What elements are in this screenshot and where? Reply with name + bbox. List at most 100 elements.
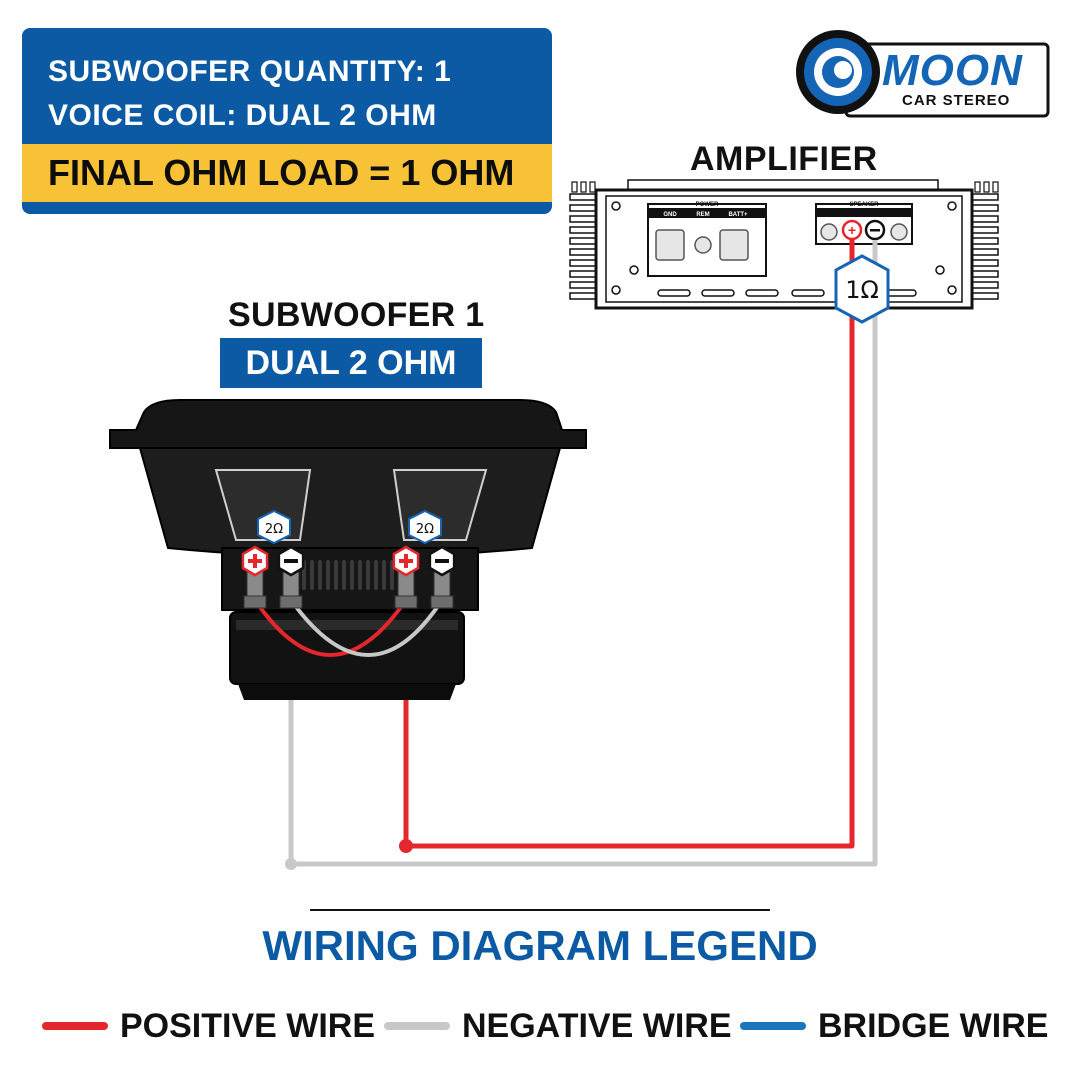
power-label: POWER (696, 202, 719, 208)
config-info-panel: SUBWOOFER QUANTITY: 1 VOICE COIL: DUAL 2… (22, 28, 552, 214)
vent-slot (791, 289, 825, 297)
heatsink-fin (569, 281, 597, 289)
coil-jumper-positive (253, 598, 408, 657)
coil-badge-text: 2Ω (265, 522, 283, 537)
negative-wire-swatch (384, 1022, 450, 1030)
logo-wordmark: MOON (882, 46, 1023, 95)
legend-item-bridge: BRIDGE WIRE (740, 1004, 1048, 1048)
heatsink-top-fin (580, 181, 587, 193)
magnet-highlight (236, 620, 458, 630)
load-hexagon (834, 254, 890, 324)
heatsink-top-fin (992, 181, 999, 193)
heatsink-top-fin (974, 181, 981, 193)
plus-symbol-v (404, 554, 408, 568)
amplifier-title: AMPLIFIER (690, 140, 878, 178)
speaker-label-strip (816, 208, 912, 217)
minus-symbol (284, 559, 298, 563)
legend-title: WIRING DIAGRAM LEGEND (262, 922, 818, 969)
heatsink-fin (569, 237, 597, 245)
logo-subtitle: CAR STEREO (902, 92, 1011, 109)
amp-load-badge: 1Ω (834, 254, 890, 324)
speaker-plus-terminal (841, 219, 863, 241)
heatsink-fin (971, 226, 999, 234)
heatsink-fin (971, 281, 999, 289)
legend-item-negative: NEGATIVE WIRE (384, 1004, 732, 1048)
positive-junction (399, 839, 413, 853)
neck-slot (342, 560, 346, 590)
neck-slot (366, 560, 370, 590)
heatsink-fin (971, 259, 999, 267)
speaker-terminal-1-plus (820, 223, 838, 241)
heatsink-fin (971, 204, 999, 212)
neck-slot (358, 560, 362, 590)
legend-item-positive: POSITIVE WIRE (42, 1004, 375, 1048)
screw (611, 285, 621, 295)
minus-symbol (870, 229, 880, 232)
bridge-wire-swatch (740, 1022, 806, 1030)
subwoofer-unit: 2Ω 2Ω (109, 399, 587, 700)
coil-badge-left: 2Ω (257, 509, 291, 545)
terminal-clip (243, 595, 267, 609)
heatsink-fin (569, 292, 597, 300)
heatsink-fin (569, 259, 597, 267)
neck-slot (382, 560, 386, 590)
negative-wire-label: NEGATIVE WIRE (462, 1006, 732, 1045)
terminal-clip (394, 595, 418, 609)
positive-wire-swatch (42, 1022, 108, 1030)
vent-slot (701, 289, 735, 297)
subwoofer-title: SUBWOOFER 1 (228, 296, 485, 334)
heatsink-fin (971, 270, 999, 278)
plus-symbol-v (253, 554, 257, 568)
power-label-strip (648, 208, 766, 218)
heatsink-fin (569, 204, 597, 212)
heatsink-fin (971, 248, 999, 256)
rem-terminal-label: REM (696, 212, 709, 218)
heatsink-top-fin (589, 181, 596, 193)
subwoofer-rim (109, 399, 587, 449)
gnd-terminal-label: GND (663, 212, 677, 218)
batt-terminal-label: BATT+ (728, 212, 748, 218)
terminal-clip (279, 595, 303, 609)
logo-disc-moon (834, 61, 852, 79)
coil-badge-hexagon (257, 509, 291, 545)
coil-badge-hexagon (408, 509, 442, 545)
magnet-base (238, 684, 456, 700)
final-load-band: FINAL OHM LOAD = 1 OHM (22, 144, 552, 202)
wires (285, 240, 878, 870)
voice-coil-text: VOICE COIL: DUAL 2 OHM (48, 99, 437, 132)
amplifier-inner-frame (605, 195, 963, 303)
speaker-label: SPEAKER (849, 202, 879, 208)
heatsink-fin (971, 215, 999, 223)
vent-slot (745, 289, 779, 297)
heatsink-fin (569, 270, 597, 278)
batt-terminal (719, 229, 749, 261)
heatsink-fins-left (569, 193, 597, 300)
bridge-wire-label: BRIDGE WIRE (818, 1006, 1049, 1045)
heatsink-fin (569, 193, 597, 201)
heatsink-fin (569, 215, 597, 223)
subwoofer-quantity-text: SUBWOOFER QUANTITY: 1 (48, 55, 452, 88)
coil-jumper-negative (289, 598, 444, 657)
heatsink-fin (971, 193, 999, 201)
screw (611, 201, 621, 211)
heatsink-fin (971, 237, 999, 245)
neck-slot (350, 560, 354, 590)
speaker-terminal-2-minus (890, 223, 908, 241)
coil-terminals (241, 545, 456, 609)
neck-slot (310, 560, 314, 590)
terminal-clip (430, 595, 454, 609)
heatsink-fin (569, 226, 597, 234)
neck-slot (374, 560, 378, 590)
screw (629, 265, 639, 275)
coil-badge-text: 2Ω (416, 522, 434, 537)
negative-junction (285, 858, 297, 870)
heatsink-top-fin (983, 181, 990, 193)
heatsink-fin (569, 248, 597, 256)
load-badge-text: 1Ω (845, 276, 879, 304)
screw (947, 285, 957, 295)
neck-slot (334, 560, 338, 590)
subwoofer-rating-badge: DUAL 2 OHM (220, 338, 482, 388)
plus-symbol: + (848, 222, 856, 238)
screw (935, 265, 945, 275)
